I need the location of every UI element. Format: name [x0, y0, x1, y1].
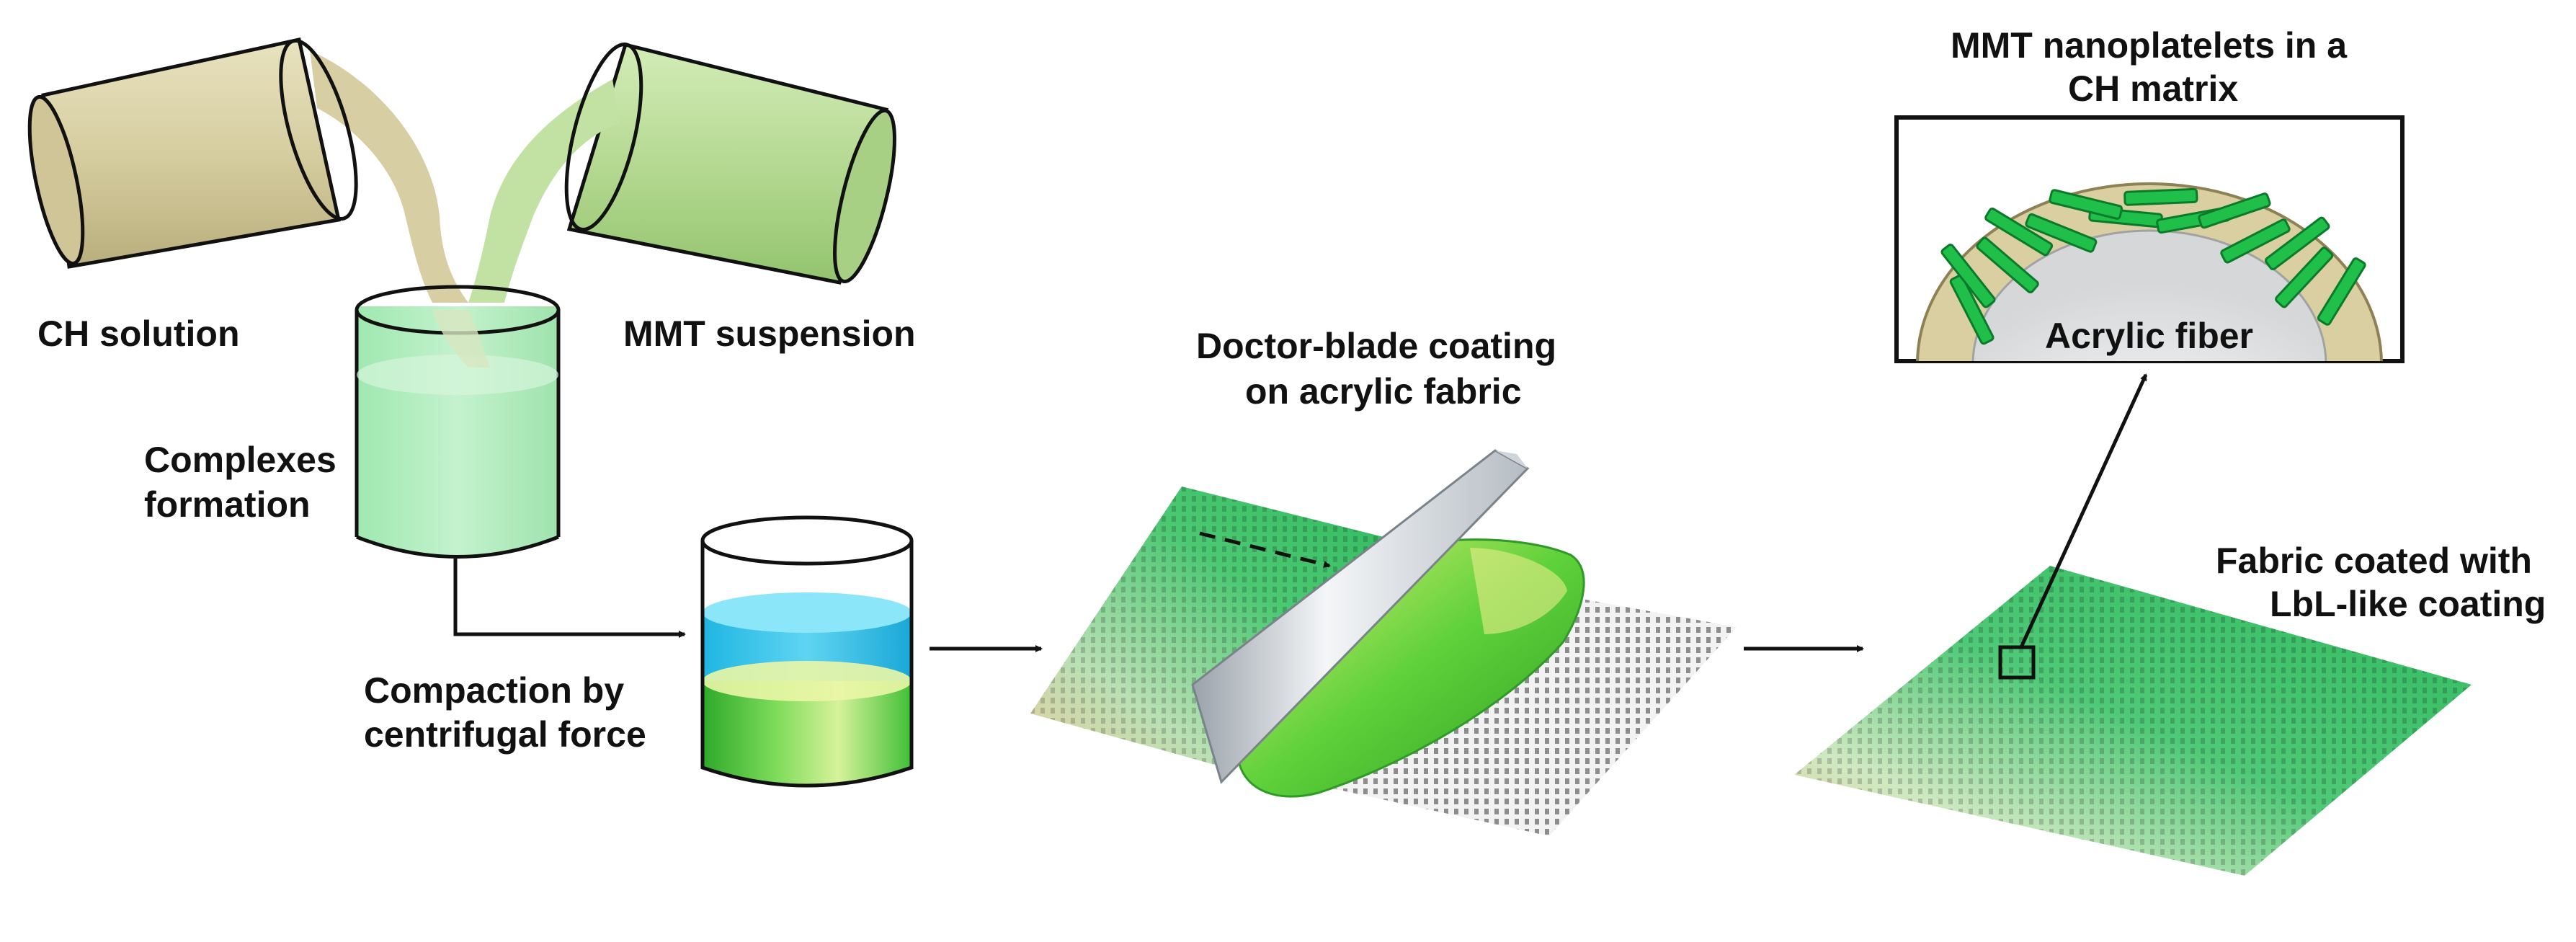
complexes-beaker — [355, 285, 561, 559]
label-complexes-1: Complexes — [144, 440, 337, 480]
label-compaction-2: centrifugal force — [364, 714, 646, 755]
coating-direction-arrow — [1199, 531, 1331, 568]
mmt-platelet — [1976, 236, 2039, 294]
doctor-blade-panel — [1030, 449, 1737, 836]
mmt-platelet — [1949, 274, 1995, 345]
label-doctor-1: Doctor-blade coating — [1196, 326, 1556, 366]
mmt-suspension-beaker — [468, 43, 896, 303]
connector-arrow-centrifuge — [453, 559, 686, 638]
zoom-arrow — [2019, 373, 2148, 649]
mmt-platelets — [1940, 187, 2366, 345]
label-acrylic-fiber: Acrylic fiber — [2045, 316, 2253, 356]
label-inset-title-1: MMT nanoplatelets in a — [1951, 25, 2348, 66]
mmt-platelet — [1984, 207, 2054, 257]
centrifuge-beaker — [700, 515, 914, 788]
label-doctor-2: on acrylic fabric — [1245, 371, 1522, 412]
inset-box — [1894, 115, 2405, 363]
mmt-platelet — [2025, 213, 2098, 253]
label-mmt-suspension: MMT suspension — [623, 314, 916, 354]
mmt-platelet — [2265, 216, 2330, 271]
mmt-platelet — [2220, 218, 2291, 264]
label-compaction-1: Compaction by — [364, 670, 624, 711]
ch-solution-beaker — [27, 37, 468, 303]
mmt-platelet — [2049, 189, 2123, 220]
mmt-platelet — [2123, 187, 2198, 206]
label-inset-title-2: CH matrix — [2068, 68, 2238, 109]
label-ch-solution: CH solution — [37, 314, 240, 354]
mmt-platelet — [1940, 244, 1996, 308]
label-fabric-1: Fabric coated with — [2216, 541, 2532, 581]
zoom-square — [1998, 645, 2036, 680]
label-fabric-2: LbL-like coating — [2270, 584, 2546, 624]
mmt-platelet — [2275, 246, 2334, 308]
coated-fabric-panel — [1794, 373, 2472, 876]
label-complexes-2: formation — [144, 484, 311, 525]
mmt-platelet — [2317, 257, 2366, 326]
mmt-platelet — [2198, 192, 2271, 229]
